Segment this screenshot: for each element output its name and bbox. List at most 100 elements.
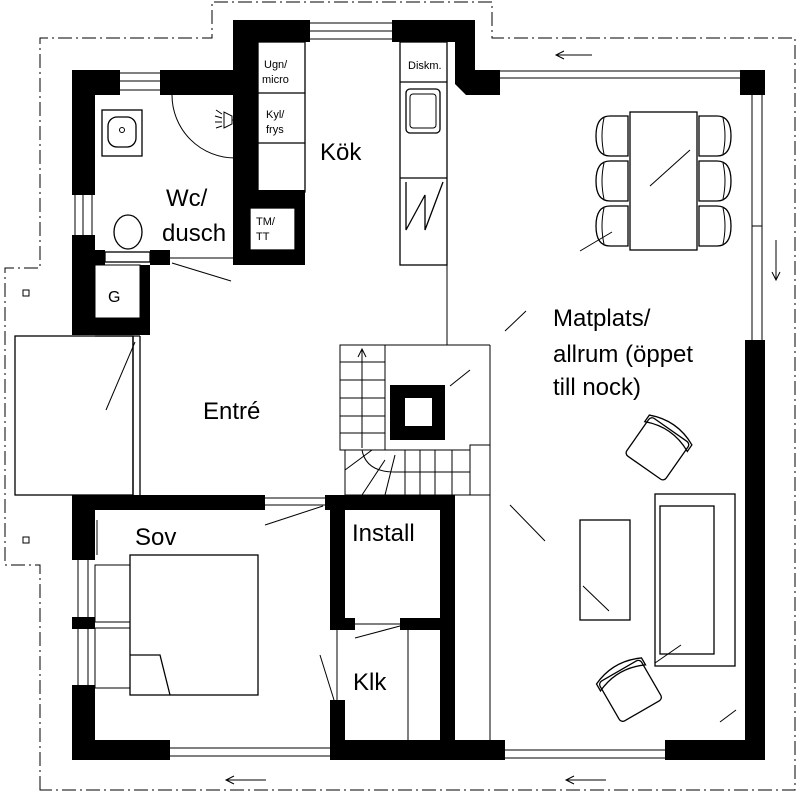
windows: [74, 22, 763, 759]
armchair-back: [595, 657, 647, 693]
break-line: [582, 585, 610, 612]
shower-head-shape: [223, 111, 233, 129]
wall: [72, 318, 150, 335]
entry-label: Entré: [203, 398, 260, 425]
chair-back: [722, 162, 726, 200]
bed-cover-fold: [130, 654, 171, 696]
break-line: [449, 369, 471, 387]
wall: [140, 265, 150, 335]
dining-chair: [698, 115, 732, 157]
window-bedroom-top: [265, 497, 325, 506]
winder-walk-line: [361, 449, 470, 473]
room-labels: Ugn/ micro Kyl/ frys Kök Diskm. Wc/ dusc…: [108, 59, 693, 696]
wall: [330, 495, 455, 510]
wash-basin-bowl: [107, 116, 137, 148]
toilet-bowl: [113, 214, 143, 250]
toilet-tank: [104, 251, 151, 263]
dining-label: Matplats/: [553, 305, 651, 332]
wash-basin: [101, 109, 143, 157]
bedroom-door-swing: [264, 505, 324, 526]
closet-klk-label: Klk: [353, 669, 387, 696]
chairs-left: [595, 115, 629, 247]
wall: [345, 618, 355, 630]
wall: [72, 70, 120, 95]
shower-spray: [215, 125, 223, 129]
wall: [72, 495, 265, 510]
install-label: Install: [352, 520, 415, 547]
armchair-seat: [625, 417, 690, 481]
stairs: [339, 344, 491, 740]
break-line: [719, 709, 737, 723]
dining-chair: [698, 160, 732, 202]
wall: [160, 70, 235, 95]
marker-square: [22, 289, 30, 297]
dining-chair: [698, 205, 732, 247]
break-line: [649, 149, 691, 187]
living-furniture: [449, 310, 737, 723]
bedside-table: [94, 627, 131, 689]
window-bedroom-left: [77, 560, 131, 689]
roof-slope-arrow-right: [771, 240, 781, 282]
entry-porch: [14, 335, 134, 496]
wall: [740, 70, 765, 95]
shower-screen-arc: [171, 94, 236, 159]
sofa-seat: [659, 505, 715, 655]
closet-g-outline: [94, 264, 141, 319]
dining-table: [629, 111, 698, 251]
oven-label: micro: [262, 74, 289, 86]
chair-back: [722, 117, 726, 155]
kitchen-counter: [399, 41, 448, 266]
oven-label: Ugn/: [264, 59, 288, 71]
kitchen-sink: [405, 88, 441, 134]
chair-back: [601, 162, 605, 200]
wall: [72, 617, 95, 629]
doors: [170, 257, 401, 701]
wall: [330, 740, 505, 760]
klk-side-door-swing: [319, 654, 335, 701]
armchair-lower: [595, 657, 662, 722]
wall: [150, 250, 170, 265]
wall: [295, 190, 305, 265]
laundry-label: TM/: [256, 216, 276, 228]
break-line: [579, 231, 613, 252]
arrow-head: [564, 775, 575, 785]
roof-slope-arrow-bottom-right: [564, 775, 606, 785]
window-wc-top: [120, 72, 160, 91]
wall: [95, 250, 105, 265]
fridge-label: frys: [266, 124, 284, 136]
stair-arrow-head: [357, 347, 367, 358]
chimney-flue: [405, 398, 432, 426]
wall: [665, 740, 765, 760]
wall: [233, 20, 258, 195]
tall-cabinets: [257, 41, 306, 193]
wall: [72, 70, 95, 195]
winder-tread: [344, 449, 373, 471]
window-dining-top: [500, 70, 740, 79]
chair-back: [601, 207, 605, 245]
break-line: [509, 504, 546, 542]
wall: [440, 495, 455, 760]
bedroom-furniture: [96, 520, 409, 740]
wall: [392, 20, 475, 42]
bedroom-label: Sov: [135, 524, 176, 551]
shower-spray: [215, 109, 223, 115]
wall: [233, 190, 250, 265]
bed: [129, 554, 259, 696]
arrow-head: [554, 50, 565, 60]
stove-symbol: [405, 181, 444, 231]
break-line: [654, 644, 682, 664]
chair-back: [601, 117, 605, 155]
wc-door-swing: [171, 262, 232, 282]
shower-spray: [214, 115, 223, 119]
wc-label: dusch: [162, 220, 226, 247]
dining-chair: [595, 160, 629, 202]
wall: [250, 190, 305, 208]
wall: [233, 250, 305, 265]
wc-fixtures: [94, 94, 246, 319]
wall: [400, 618, 440, 630]
klk-door-swing: [354, 625, 401, 639]
walls: [72, 20, 765, 760]
sofa: [654, 493, 736, 667]
drain-icon: [119, 127, 125, 133]
